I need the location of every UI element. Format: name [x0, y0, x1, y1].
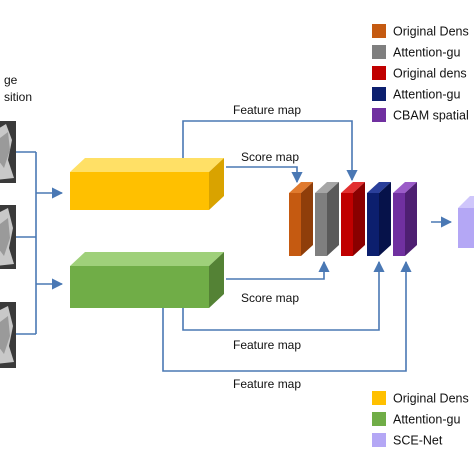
legend-item: Original dens: [372, 66, 467, 81]
feature-map-bottom-arrow: [162, 260, 412, 372]
legend-swatch: [372, 433, 386, 447]
legend-item: Attention-gu: [372, 412, 460, 427]
legend-item: Original Dens: [372, 24, 469, 39]
legend-swatch: [372, 412, 386, 426]
legend-item: SCE-Net: [372, 433, 443, 448]
output-block: [458, 196, 474, 248]
legend-item: Attention-gu: [372, 87, 460, 102]
legend-swatch: [372, 391, 386, 405]
legend-label: Original Dens: [393, 25, 469, 39]
score-map-top-arrow: [226, 166, 303, 184]
slice-orange: [289, 182, 313, 256]
legend-swatch: [372, 108, 386, 122]
input-label-line2: sition: [4, 90, 32, 104]
legend-label: Original Dens: [393, 392, 469, 406]
feature-map-mid-arrow: [182, 260, 385, 331]
legend-label: Original dens: [393, 67, 467, 81]
input-image-3: [0, 302, 16, 368]
legend-swatch: [372, 66, 386, 80]
slice-navy: [367, 182, 391, 256]
slice-gray: [315, 182, 339, 256]
yellow-feature-block: [70, 158, 224, 210]
legend-swatch: [372, 24, 386, 38]
feature-map-bottom-label: Feature map: [233, 377, 301, 391]
legend-label: Attention-gu: [393, 88, 460, 102]
slice-purple: [393, 182, 417, 256]
feature-map-top-label: Feature map: [233, 103, 301, 117]
legend-label: CBAM spatial: [393, 109, 469, 123]
legend-label: Attention-gu: [393, 46, 460, 60]
input-label-line1: ge: [4, 73, 18, 87]
input-image-stack: [0, 121, 16, 368]
score-map-bottom-label: Score map: [241, 291, 299, 305]
legend-item: CBAM spatial: [372, 108, 469, 123]
legend-item: Attention-gu: [372, 45, 460, 60]
legend-label: Attention-gu: [393, 413, 460, 427]
input-image-2: [0, 205, 16, 269]
feature-map-top-arrow: [182, 120, 358, 182]
slice-red: [341, 182, 365, 256]
slice-stack: [289, 182, 417, 256]
score-map-bottom-arrow: [226, 260, 330, 280]
legend-label: SCE-Net: [393, 434, 443, 448]
green-feature-block: [70, 252, 224, 308]
input-connectors: [16, 151, 64, 335]
legend-item: Original Dens: [372, 391, 469, 406]
score-map-top-label: Score map: [241, 150, 299, 164]
input-image-1: [0, 121, 16, 183]
feature-map-mid-label: Feature map: [233, 338, 301, 352]
legend-swatch: [372, 87, 386, 101]
legend-swatch: [372, 45, 386, 59]
